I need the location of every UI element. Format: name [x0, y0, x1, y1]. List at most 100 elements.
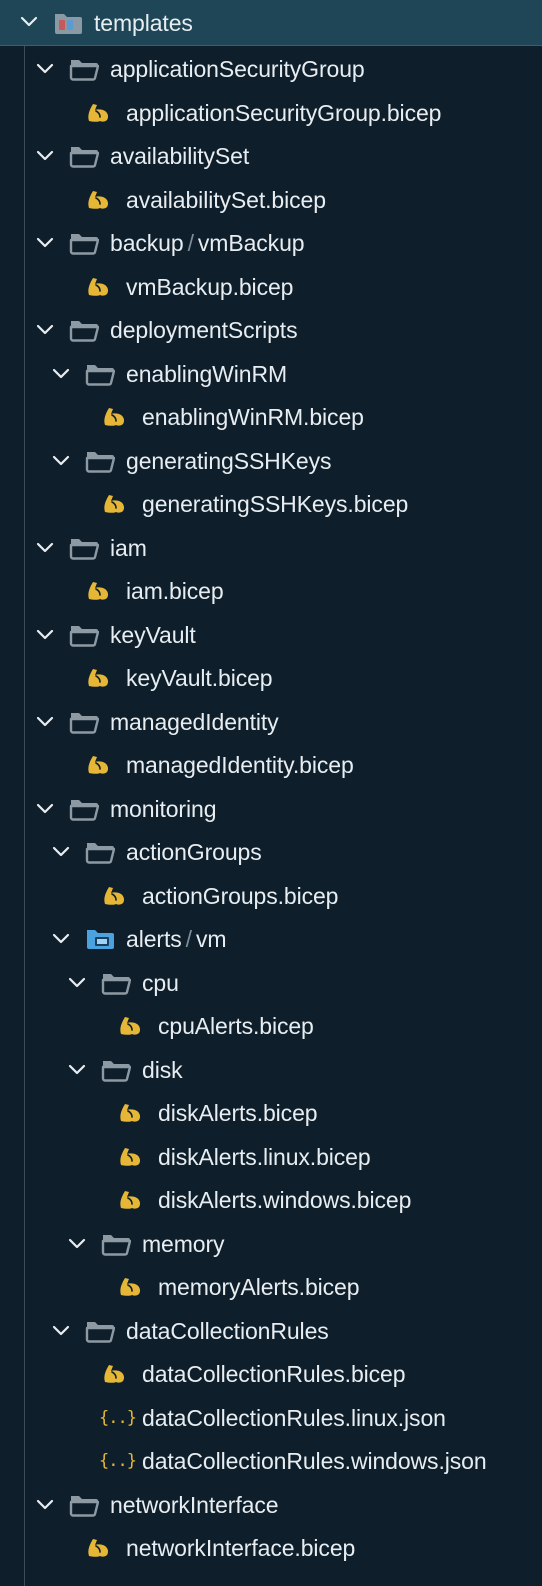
file-row[interactable]: availabilitySet.bicep [0, 178, 542, 222]
folder-row[interactable]: disk [0, 1048, 542, 1092]
folder-row[interactable]: managedIdentity [0, 700, 542, 744]
folder-open-icon [101, 961, 133, 1005]
bicep-file-icon [85, 91, 117, 135]
tree-item-label: availabilitySet.bicep [126, 178, 326, 222]
folder-row[interactable]: networkInterface [0, 1483, 542, 1527]
tree-item-name: vmBackup.bicep [126, 274, 294, 300]
tree-item-label: diskAlerts.linux.bicep [158, 1135, 371, 1179]
file-row[interactable]: dataCollectionRules.bicep [0, 1352, 542, 1396]
file-row[interactable]: diskAlerts.windows.bicep [0, 1178, 542, 1222]
folder-row[interactable]: monitoring [0, 787, 542, 831]
file-row[interactable]: applicationSecurityGroup.bicep [0, 91, 542, 135]
chevron-down-icon[interactable] [64, 1222, 90, 1266]
tree-root-label: templates [94, 10, 193, 36]
folder-row[interactable]: alerts/vm [0, 917, 542, 961]
tree-item-label: memoryAlerts.bicep [158, 1265, 360, 1309]
tree-item-label: actionGroups.bicep [142, 874, 338, 918]
file-row[interactable]: cpuAlerts.bicep [0, 1004, 542, 1048]
indent-guide [24, 46, 25, 1586]
folder-row[interactable]: backup/vmBackup [0, 221, 542, 265]
chevron-down-icon[interactable] [48, 352, 74, 396]
tree-item-name: disk [142, 1057, 183, 1083]
file-row[interactable]: vmBackup.bicep [0, 265, 542, 309]
tree-item-label: monitoring [110, 787, 216, 831]
folder-open-icon [101, 1048, 133, 1092]
file-row[interactable]: diskAlerts.bicep [0, 1091, 542, 1135]
file-row[interactable]: networkInterface.bicep [0, 1526, 542, 1570]
tree-item-label: networkInterface.bicep [126, 1526, 355, 1570]
chevron-down-icon[interactable] [64, 961, 90, 1005]
folder-row[interactable]: deploymentScripts [0, 308, 542, 352]
folder-row[interactable]: cpu [0, 961, 542, 1005]
chevron-down-icon[interactable] [32, 1483, 58, 1527]
tree-item-name: backup [110, 230, 184, 256]
folder-row[interactable]: applicationSecurityGroup [0, 47, 542, 91]
chevron-down-icon[interactable] [48, 830, 74, 874]
bicep-file-icon [101, 1352, 133, 1396]
folder-row[interactable]: iam [0, 526, 542, 570]
tree-item-label: keyVault [110, 613, 196, 657]
folder-open-icon [101, 1222, 133, 1266]
chevron-down-icon[interactable] [16, 0, 42, 44]
tree-item-name: dataCollectionRules.windows.json [142, 1448, 487, 1474]
folder-open-icon [69, 526, 101, 570]
tree-item-label: applicationSecurityGroup [110, 47, 365, 91]
folder-row[interactable]: memory [0, 1222, 542, 1266]
tree-root-templates[interactable]: templates [0, 0, 542, 46]
file-row[interactable]: iam.bicep [0, 569, 542, 613]
folder-open-icon [69, 787, 101, 831]
tree-item-label: generatingSSHKeys.bicep [142, 482, 408, 526]
file-row[interactable]: diskAlerts.linux.bicep [0, 1135, 542, 1179]
json-file-icon: {..} [99, 1451, 137, 1471]
folder-row[interactable]: dataCollectionRules [0, 1309, 542, 1353]
chevron-down-icon[interactable] [32, 308, 58, 352]
tree-item-name: dataCollectionRules.bicep [142, 1361, 406, 1387]
chevron-down-icon[interactable] [48, 439, 74, 483]
folder-row[interactable]: availabilitySet [0, 134, 542, 178]
chevron-down-icon[interactable] [48, 917, 74, 961]
file-row[interactable]: enablingWinRM.bicep [0, 395, 542, 439]
folder-row[interactable]: keyVault [0, 613, 542, 657]
folder-open-icon [69, 134, 101, 178]
file-row[interactable]: {..}dataCollectionRules.linux.json [0, 1396, 542, 1440]
tree-item-name: actionGroups.bicep [142, 883, 339, 909]
tree-item-name: networkInterface.bicep [126, 1535, 356, 1561]
tree-item-name: cpuAlerts.bicep [158, 1013, 314, 1039]
bicep-file-icon [101, 395, 133, 439]
chevron-down-icon[interactable] [64, 1048, 90, 1092]
folder-row[interactable]: enablingWinRM [0, 352, 542, 396]
chevron-down-icon[interactable] [32, 700, 58, 744]
tree-item-name: dataCollectionRules [126, 1318, 329, 1344]
file-row[interactable]: managedIdentity.bicep [0, 743, 542, 787]
file-row[interactable]: generatingSSHKeys.bicep [0, 482, 542, 526]
tree-item-name: enablingWinRM [126, 361, 288, 387]
tree-item-label: iam.bicep [126, 569, 224, 613]
chevron-down-icon[interactable] [32, 47, 58, 91]
tree-item-subfolder-name: vmBackup [197, 230, 305, 256]
file-row[interactable]: actionGroups.bicep [0, 874, 542, 918]
file-row[interactable]: memoryAlerts.bicep [0, 1265, 542, 1309]
file-row[interactable]: {..}dataCollectionRules.windows.json [0, 1439, 542, 1483]
tree-item-label: generatingSSHKeys [126, 439, 332, 483]
tree-item-subfolder-name: vm [195, 926, 227, 952]
tree-item-label: applicationSecurityGroup.bicep [126, 91, 441, 135]
tree-item-label: keyVault.bicep [126, 656, 273, 700]
chevron-down-icon[interactable] [32, 787, 58, 831]
tree-item-name: generatingSSHKeys.bicep [142, 491, 409, 517]
tree-item-label: alerts/vm [126, 917, 227, 961]
tree-item-label: enablingWinRM [126, 352, 287, 396]
tree-item-name: keyVault [110, 622, 196, 648]
tree-item-name: iam.bicep [126, 578, 224, 604]
tree-item-label: managedIdentity.bicep [126, 743, 354, 787]
chevron-down-icon[interactable] [48, 1309, 74, 1353]
chevron-down-icon[interactable] [32, 221, 58, 265]
chevron-down-icon[interactable] [32, 526, 58, 570]
folder-row[interactable]: actionGroups [0, 830, 542, 874]
chevron-down-icon[interactable] [32, 613, 58, 657]
file-row[interactable]: keyVault.bicep [0, 656, 542, 700]
chevron-down-icon[interactable] [32, 134, 58, 178]
bicep-file-icon [85, 265, 117, 309]
folder-open-icon [69, 308, 101, 352]
folder-row[interactable]: generatingSSHKeys [0, 439, 542, 483]
tree-item-name: memoryAlerts.bicep [158, 1274, 360, 1300]
